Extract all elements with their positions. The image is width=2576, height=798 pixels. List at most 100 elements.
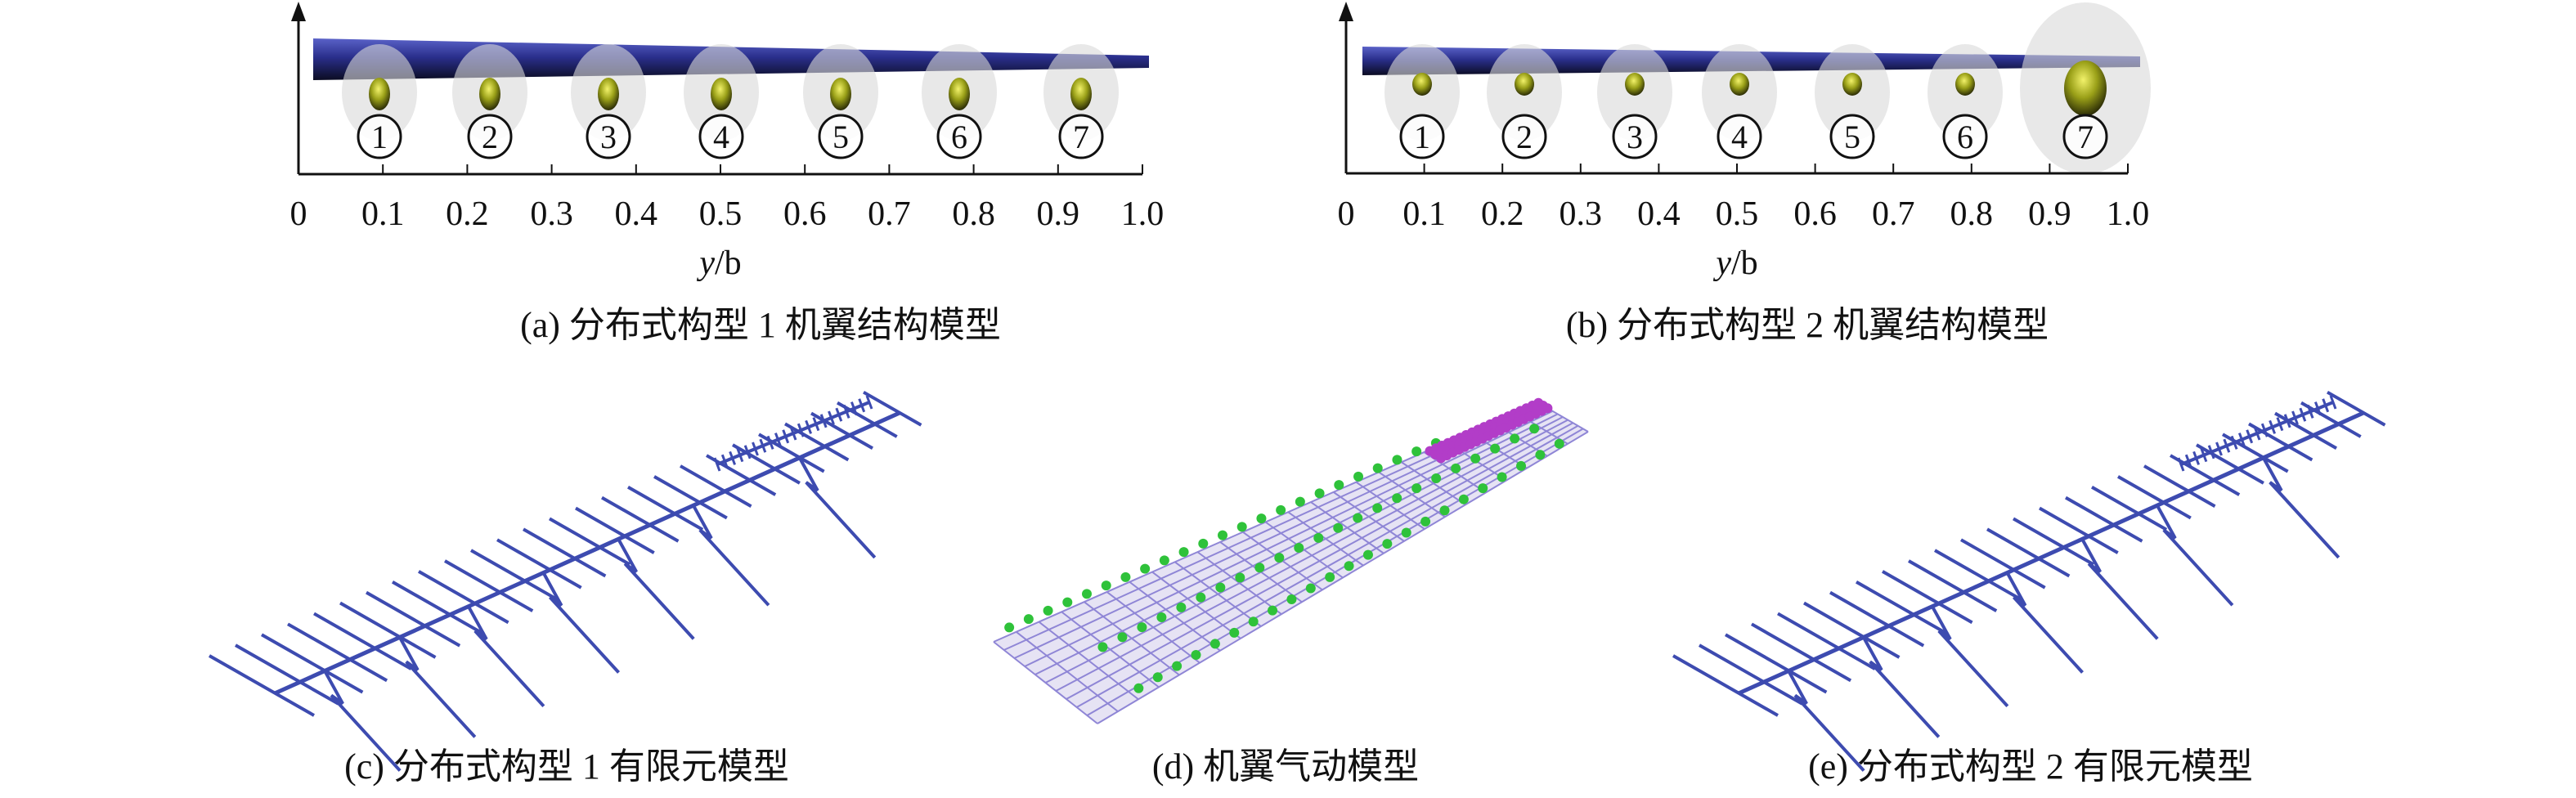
- x-axis-label: y/b: [1712, 244, 1757, 282]
- engine-pylon-element: [2080, 538, 2159, 640]
- tip-comb-element: [2215, 442, 2223, 456]
- x-tick-label: 0.5: [1716, 195, 1759, 233]
- engine-pylon-element: [1787, 670, 1865, 772]
- concentrated-mass-ball: [1625, 73, 1645, 96]
- panel-d-caption: (d) 机翼气动模型: [1152, 746, 1419, 787]
- rib-element: [261, 633, 364, 694]
- panel-e-fe-model-config-2: [1672, 390, 2386, 772]
- interpolation-point: [1294, 542, 1304, 553]
- rib-element: [653, 475, 728, 520]
- x-tick-label: 0.1: [1402, 195, 1446, 233]
- concentrated-mass-ball: [949, 78, 970, 110]
- interpolation-point: [1196, 592, 1206, 603]
- interpolation-point: [1172, 661, 1183, 671]
- interpolation-point: [1431, 473, 1442, 483]
- tip-comb-element: [2223, 438, 2231, 453]
- x-tick-label: 0.8: [952, 195, 995, 233]
- rib-element: [1672, 654, 1779, 717]
- marker-circle: [467, 114, 513, 159]
- rib-element: [1803, 601, 1901, 659]
- tip-comb-element: [828, 410, 835, 425]
- x-tick-label: 1.0: [1121, 195, 1165, 233]
- tip-comb-element: [789, 426, 797, 441]
- interpolation-point: [1117, 632, 1128, 643]
- aero-panel-surface: [994, 402, 1588, 724]
- tip-comb-element: [713, 457, 721, 472]
- interpolation-point: [1392, 493, 1402, 504]
- interpolation-point: [1353, 471, 1364, 482]
- x-tick-label: 0.2: [446, 195, 489, 233]
- interpolation-point: [1043, 605, 1053, 616]
- interpolation-point: [1372, 503, 1383, 513]
- x-tick-label: 0.4: [1637, 195, 1681, 233]
- rib-element: [1882, 570, 1973, 625]
- interpolation-point: [1470, 453, 1481, 464]
- marker-circle: [1399, 114, 1445, 159]
- tip-comb-element: [774, 433, 782, 447]
- engine-pylon-element: [692, 504, 770, 607]
- tip-comb-element: [2260, 423, 2269, 437]
- interpolation-point: [1152, 672, 1163, 683]
- interpolation-point: [1156, 612, 1167, 622]
- engine-pylon-element: [398, 636, 477, 738]
- marker-circle: [1612, 114, 1658, 159]
- interpolation-point: [1120, 572, 1131, 582]
- tip-comb-element: [766, 435, 774, 450]
- panel-c-fe-model-config-1: [209, 390, 922, 772]
- x-tick-label: 0.4: [615, 195, 658, 233]
- interpolation-point: [1198, 538, 1209, 549]
- rib-element: [418, 570, 509, 625]
- aero-grid-spanwise-line: [1055, 419, 1568, 692]
- mass-marker-label: 3: [600, 119, 617, 155]
- interpolation-point: [1176, 602, 1187, 612]
- rib-element: [2248, 422, 2313, 462]
- marker-circle: [1058, 114, 1104, 159]
- tip-comb-element: [2269, 419, 2277, 434]
- rib-element: [2091, 485, 2168, 531]
- marker-circle: [1942, 114, 1988, 159]
- rib-element: [1960, 538, 2046, 590]
- mass-marker-label: 2: [1516, 119, 1533, 155]
- concentrated-mass-ball: [369, 78, 390, 110]
- concentrated-mass-ball: [1730, 73, 1749, 96]
- x-tick-label: 0: [1338, 195, 1355, 233]
- interpolation-point: [1235, 572, 1245, 583]
- tip-comb-element: [782, 429, 790, 444]
- marker-circle: [1717, 114, 1762, 159]
- interpolation-point: [1451, 463, 1461, 473]
- engine-pylon-element: [467, 605, 545, 708]
- concentrated-mass-ball: [598, 78, 619, 110]
- tip-comb-element: [865, 395, 873, 410]
- interpolation-point: [1081, 589, 1092, 599]
- tip-comb-element: [2313, 401, 2322, 416]
- tip-comb-element: [2291, 410, 2299, 425]
- mass-marker-label: 1: [371, 119, 388, 155]
- aero-grid-spanwise-line: [1076, 424, 1579, 708]
- tip-comb-element: [729, 451, 737, 465]
- tip-comb-element: [819, 414, 828, 428]
- mass-marker-label: 2: [482, 119, 498, 155]
- main-beam: [273, 410, 901, 696]
- rib-element: [2300, 401, 2362, 438]
- rib-element: [209, 654, 315, 717]
- panel-c-caption: (c) 分布式构型 1 有限元模型: [344, 746, 789, 787]
- interpolation-point: [1490, 443, 1501, 454]
- interpolation-point: [1218, 530, 1228, 540]
- rib-element: [444, 559, 534, 612]
- rib-element: [1856, 581, 1949, 636]
- y-axis-arrow-icon: [291, 2, 306, 21]
- rib-element: [392, 581, 485, 636]
- panel-e-caption: (e) 分布式构型 2 有限元模型: [1808, 746, 2253, 787]
- rib-element: [2039, 506, 2119, 554]
- engine-pylon-element: [2262, 456, 2340, 559]
- marker-circle: [698, 114, 744, 159]
- tip-comb-element: [2200, 448, 2208, 463]
- tip-comb-element: [2306, 404, 2314, 419]
- concentrated-mass-ball: [1515, 73, 1534, 96]
- x-tick-label: 0.2: [1481, 195, 1524, 233]
- interpolation-point: [1023, 614, 1034, 625]
- panel-d-aero-model: [993, 397, 1589, 724]
- interpolation-point: [1191, 650, 1201, 661]
